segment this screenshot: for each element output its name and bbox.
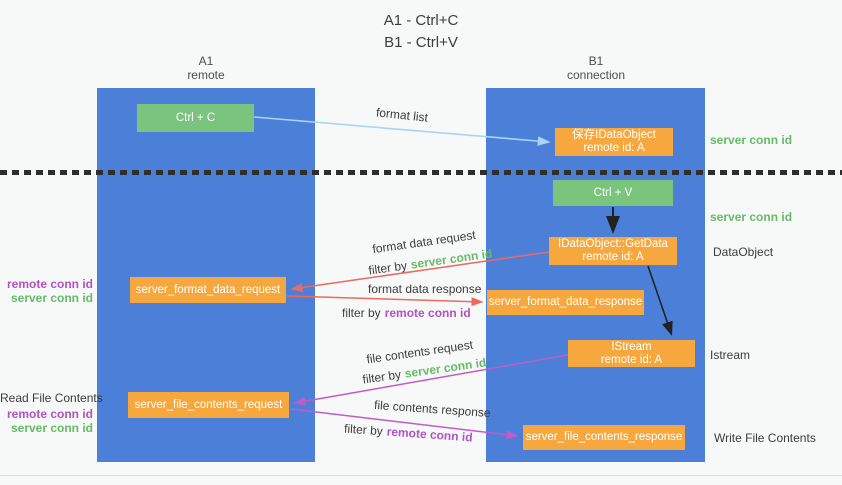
server-conn-id-left-2: server conn id bbox=[10, 421, 93, 435]
filter-by-text: filter by bbox=[342, 306, 381, 320]
column-header-a1: A1 remote bbox=[146, 54, 266, 82]
save-idataobject-line2: remote id: A bbox=[583, 142, 645, 154]
istream-box: IStream remote id: A bbox=[568, 340, 695, 367]
column-header-b1: B1 connection bbox=[536, 54, 656, 82]
getdata-line2: remote id: A bbox=[582, 251, 644, 263]
column-b1-name: B1 bbox=[588, 54, 604, 68]
save-idataobject-line1: 保存IDataObject bbox=[572, 129, 656, 141]
ctrl-v-label: Ctrl + V bbox=[593, 186, 633, 199]
format-data-response-label: format data response bbox=[368, 282, 482, 296]
read-file-contents-label: Read File Contents bbox=[0, 391, 103, 405]
remote-conn-id-text: remote conn id bbox=[386, 424, 474, 445]
istream-line1: IStream bbox=[611, 340, 652, 353]
save-idataobject-box: 保存IDataObject remote id: A bbox=[555, 128, 673, 156]
istream-line2: remote id: A bbox=[600, 353, 663, 366]
server-conn-id-right-2: server conn id bbox=[710, 210, 793, 224]
title-line-1: A1 - Ctrl+C bbox=[383, 12, 459, 29]
format-response-box: server_format_data_response bbox=[487, 290, 644, 315]
title-line-2: B1 - Ctrl+V bbox=[384, 34, 458, 51]
ctrl-c-label: Ctrl + C bbox=[175, 111, 216, 124]
getdata-box: IDataObject::GetData remote id: A bbox=[549, 237, 677, 265]
getdata-line1: IDataObject::GetData bbox=[558, 238, 668, 250]
ctrl-c-box: Ctrl + C bbox=[137, 104, 254, 132]
column-a1-name: A1 bbox=[198, 54, 214, 68]
filter-by-text: filter by bbox=[367, 258, 408, 278]
format-request-label: server_format_data_request bbox=[135, 283, 281, 296]
format-response-label: server_format_data_response bbox=[488, 296, 643, 308]
write-file-contents-label: Write File Contents bbox=[714, 431, 816, 445]
file-response-box: server_file_contents_response bbox=[523, 425, 685, 450]
file-request-label: server_file_contents_request bbox=[134, 398, 283, 411]
bottom-divider bbox=[0, 475, 842, 476]
column-b1-role: connection bbox=[566, 68, 626, 82]
istream-label: Istream bbox=[710, 348, 751, 362]
file-contents-response-label: file contents response bbox=[373, 397, 492, 421]
remote-conn-id-left-1: remote conn id bbox=[6, 277, 93, 291]
server-conn-id-text: server conn id bbox=[409, 246, 494, 272]
server-conn-id-right-1: server conn id bbox=[710, 133, 793, 147]
remote-conn-id-text: remote conn id bbox=[384, 306, 471, 320]
server-conn-id-left-1: server conn id bbox=[10, 291, 93, 305]
dataobject-label: DataObject bbox=[713, 245, 774, 259]
file-request-box: server_file_contents_request bbox=[128, 392, 289, 418]
filter-by-text: filter by bbox=[343, 421, 384, 439]
format-response-arrow bbox=[286, 295, 484, 307]
format-list-label: format list bbox=[375, 105, 429, 125]
filter-by-text: filter by bbox=[361, 367, 402, 387]
remote-conn-id-left-2: remote conn id bbox=[6, 407, 93, 421]
file-response-label: server_file_contents_response bbox=[525, 431, 683, 443]
format-request-box: server_format_data_request bbox=[130, 277, 286, 303]
ctrl-v-box: Ctrl + V bbox=[553, 180, 673, 206]
diagram-title: A1 - Ctrl+C B1 - Ctrl+V bbox=[301, 10, 541, 54]
dashed-separator bbox=[0, 170, 842, 175]
column-a1-role: remote bbox=[187, 68, 225, 82]
